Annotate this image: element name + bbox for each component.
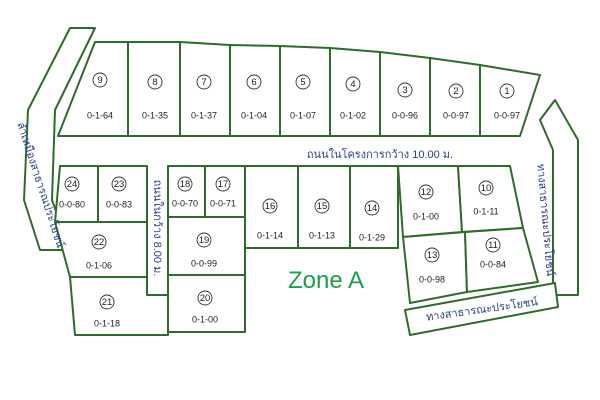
plot-19-area: 0-0-99 xyxy=(191,258,217,268)
plot-17-number: 17 xyxy=(218,179,229,190)
plot-1-number: 1 xyxy=(504,86,509,97)
plot-labels-layer: 9 0-1-64 8 0-1-35 7 0-1-37 6 0-1-04 5 0-1-07 4 0-1-… xyxy=(59,72,520,328)
plot-2-number: 2 xyxy=(453,86,458,97)
plot-19-number-badge xyxy=(196,232,212,248)
plot-14-number-badge xyxy=(364,200,380,216)
plot-9-area: 0-1-64 xyxy=(87,110,113,120)
plot-22-number: 22 xyxy=(94,237,105,248)
plot-13[interactable] xyxy=(402,231,468,304)
plot-1[interactable] xyxy=(479,64,541,137)
plot-2-area: 0-0-97 xyxy=(443,110,469,120)
plot-15-area: 0-1-13 xyxy=(309,230,335,240)
plot-4[interactable] xyxy=(329,47,381,137)
plot-24[interactable] xyxy=(54,165,99,223)
plot-11-number: 11 xyxy=(488,240,498,251)
plot-6-area: 0-1-04 xyxy=(241,110,267,120)
plot-5[interactable] xyxy=(279,45,331,137)
plot-4-area: 0-1-02 xyxy=(340,110,366,120)
plot-1-number-badge xyxy=(499,83,515,99)
plot-21-number-badge xyxy=(99,294,115,310)
plot-7-number-badge xyxy=(196,74,212,90)
main-road-label: ถนนในโครงการกว้าง 10.00 ม. xyxy=(307,147,453,161)
plot-3-number: 3 xyxy=(402,85,407,96)
south-public-road xyxy=(404,282,559,336)
plot-12-number-badge xyxy=(418,184,434,200)
plot-4-number-badge xyxy=(345,76,361,92)
zone-title: Zone A xyxy=(288,267,364,294)
plot-11-number-badge xyxy=(485,237,501,253)
roads-layer xyxy=(23,27,579,336)
plot-18-area: 0-0-70 xyxy=(172,198,198,208)
plot-9-number: 9 xyxy=(97,75,102,86)
inner-road-label: ถนนในกว้าง 8.00 ม. xyxy=(151,180,164,277)
plot-20-area: 0-1-00 xyxy=(192,314,218,324)
plot-4-number: 4 xyxy=(350,79,355,90)
plot-13-area: 0-0-98 xyxy=(419,274,445,284)
plot-1-area: 0-0-97 xyxy=(494,110,520,120)
plot-18-number-badge xyxy=(177,176,193,192)
plot-10-area: 0-1-11 xyxy=(473,206,498,216)
plot-13-number-badge xyxy=(424,247,440,263)
plot-6[interactable] xyxy=(229,44,281,137)
plot-17[interactable] xyxy=(204,165,246,218)
plot-24-number-badge xyxy=(64,176,80,192)
plot-17-area: 0-0-71 xyxy=(210,198,236,208)
plot-11[interactable] xyxy=(464,227,539,293)
plot-19-number: 19 xyxy=(199,235,210,246)
plot-11-area: 0-0-84 xyxy=(480,259,506,269)
plot-17-number-badge xyxy=(215,176,231,192)
plot-12-area: 0-1-00 xyxy=(413,211,439,221)
plot-21-number: 21 xyxy=(102,297,113,308)
plot-18[interactable] xyxy=(167,165,206,218)
plot-15-number-badge xyxy=(314,198,330,214)
plot-5-area: 0-1-07 xyxy=(290,110,316,120)
plot-10-number: 10 xyxy=(481,183,492,194)
plot-8-number-badge xyxy=(147,74,163,90)
plot-7-area: 0-1-37 xyxy=(191,110,217,120)
plot-23-number-badge xyxy=(111,176,127,192)
plot-6-number: 6 xyxy=(251,77,256,88)
plot-24-area: 0-0-80 xyxy=(59,199,85,209)
plot-8-number: 8 xyxy=(152,77,157,88)
plot-10[interactable] xyxy=(457,165,524,233)
plots-layer xyxy=(54,41,541,336)
plot-23-number: 23 xyxy=(114,179,125,190)
plot-16-number-badge xyxy=(262,198,278,214)
plot-20-number: 20 xyxy=(200,293,211,304)
plot-18-number: 18 xyxy=(180,179,191,190)
plot-21-area: 0-1-18 xyxy=(94,318,120,328)
plot-12[interactable] xyxy=(397,165,463,238)
plot-13-number: 13 xyxy=(427,250,438,261)
plot-8-area: 0-1-35 xyxy=(142,110,168,120)
plot-24-number: 24 xyxy=(67,179,78,190)
plot-16-area: 0-1-14 xyxy=(257,230,283,240)
plot-14-number: 14 xyxy=(367,203,378,214)
plot-6-number-badge xyxy=(246,74,262,90)
plot-10-number-badge xyxy=(478,180,494,196)
plot-9-number-badge xyxy=(92,72,108,88)
plot-3-area: 0-0-96 xyxy=(392,110,418,120)
plot-23[interactable] xyxy=(97,165,148,223)
plot-23-area: 0-0-83 xyxy=(106,199,132,209)
plot-22-area: 0-1-06 xyxy=(86,260,112,270)
plot-5-number: 5 xyxy=(300,77,305,88)
plot-7-number: 7 xyxy=(201,77,206,88)
plot-5-number-badge xyxy=(295,74,311,90)
plot-12-number: 12 xyxy=(421,187,432,198)
plot-15-number: 15 xyxy=(317,201,328,212)
plot-20-number-badge xyxy=(197,290,213,306)
plot-22-number-badge xyxy=(91,234,107,250)
plot-2-number-badge xyxy=(448,83,464,99)
plot-16-number: 16 xyxy=(265,201,276,212)
plot-14-area: 0-1-29 xyxy=(359,232,385,242)
plot-3-number-badge xyxy=(397,82,413,98)
